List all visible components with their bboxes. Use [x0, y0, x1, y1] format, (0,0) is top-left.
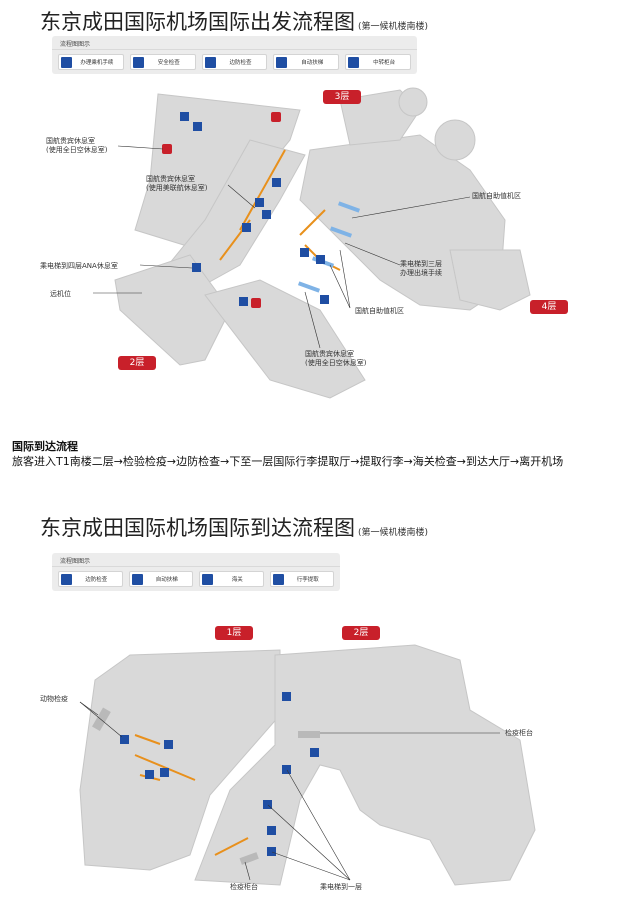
arrival-map	[79, 644, 536, 886]
arrival-subtitle: (第一候机楼南楼)	[358, 528, 429, 538]
legend-baggage: 行李提取	[269, 571, 334, 587]
floor-badge-4f: 4层	[530, 300, 568, 314]
label-lounge-ana-bottom: 国航贵宾休息室(使用全日空休息室)	[305, 350, 367, 367]
label-animal-quarantine: 动物检疫	[40, 695, 68, 703]
transfer-icon	[348, 56, 360, 68]
floor-badge-2f-arrival: 2层	[342, 626, 380, 640]
immigration-icon	[61, 573, 72, 585]
label-lounge-ual: 国航贵宾休息室(使用美联航休息室)	[146, 175, 208, 192]
label-remote-stand: 远机位	[50, 290, 71, 298]
legend-security: 安全检查	[129, 54, 196, 70]
arrival-title: 东京成田国际机场国际到达流程图(第一候机楼南楼)	[40, 516, 429, 540]
legend-heading: 流程图图示	[52, 36, 417, 50]
departure-map	[93, 87, 531, 399]
legend-checkin: 办理乘机手续	[58, 54, 124, 70]
baggage-icon	[272, 573, 284, 585]
label-quarantine-bottom: 检疫柜台	[230, 883, 258, 891]
floor-badge-3f: 3层	[323, 90, 361, 104]
legend-immigration: 边防检查	[58, 571, 123, 587]
departure-title: 东京成田国际机场国际出发流程图(第一候机楼南楼)	[40, 10, 429, 34]
legend-escalator: 自动扶梯	[273, 54, 340, 70]
arrival-flow-heading: 国际到达流程	[12, 440, 78, 453]
label-elevator-ana: 乘电梯到四层ANA休息室	[40, 262, 118, 270]
floor-badge-2f: 2层	[118, 356, 156, 370]
customs-icon	[202, 573, 213, 585]
arrival-legend: 流程图图示 边防检查 自动扶梯 海关 行李提取	[52, 553, 340, 591]
label-elevator-3f: 乘电梯到三层办理出境手续	[400, 260, 442, 277]
legend-customs: 海关	[199, 571, 264, 587]
label-quarantine-right: 检疫柜台	[505, 729, 533, 737]
escalator-icon	[276, 56, 288, 68]
floor-badge-1f: 1层	[215, 626, 253, 640]
label-elevator-1f: 乘电梯到一层	[320, 883, 362, 891]
arrival-flow-text: 旅客进入T1南楼二层→检验检疫→边防检查→下至一层国际行李提取厅→提取行李→海关…	[12, 455, 564, 468]
checkin-icon	[61, 56, 72, 68]
legend-escalator: 自动扶梯	[128, 571, 193, 587]
legend-heading: 流程图图示	[52, 553, 340, 567]
label-self-checkin-top: 国航自助值机区	[472, 192, 521, 200]
escalator-icon	[131, 573, 143, 585]
immigration-icon	[204, 56, 216, 68]
departure-subtitle: (第一候机楼南楼)	[358, 22, 429, 32]
label-self-checkin-bottom: 国航自助值机区	[355, 307, 404, 315]
departure-legend: 流程图图示 办理乘机手续 安全检查 边防检查 自动扶梯 中转柜台	[52, 36, 417, 74]
security-icon	[132, 56, 144, 68]
legend-transfer: 中转柜台	[345, 54, 411, 70]
legend-immigration: 边防检查	[201, 54, 268, 70]
label-lounge-ana-left: 国航贵宾休息室(使用全日空休息室)	[46, 137, 108, 154]
